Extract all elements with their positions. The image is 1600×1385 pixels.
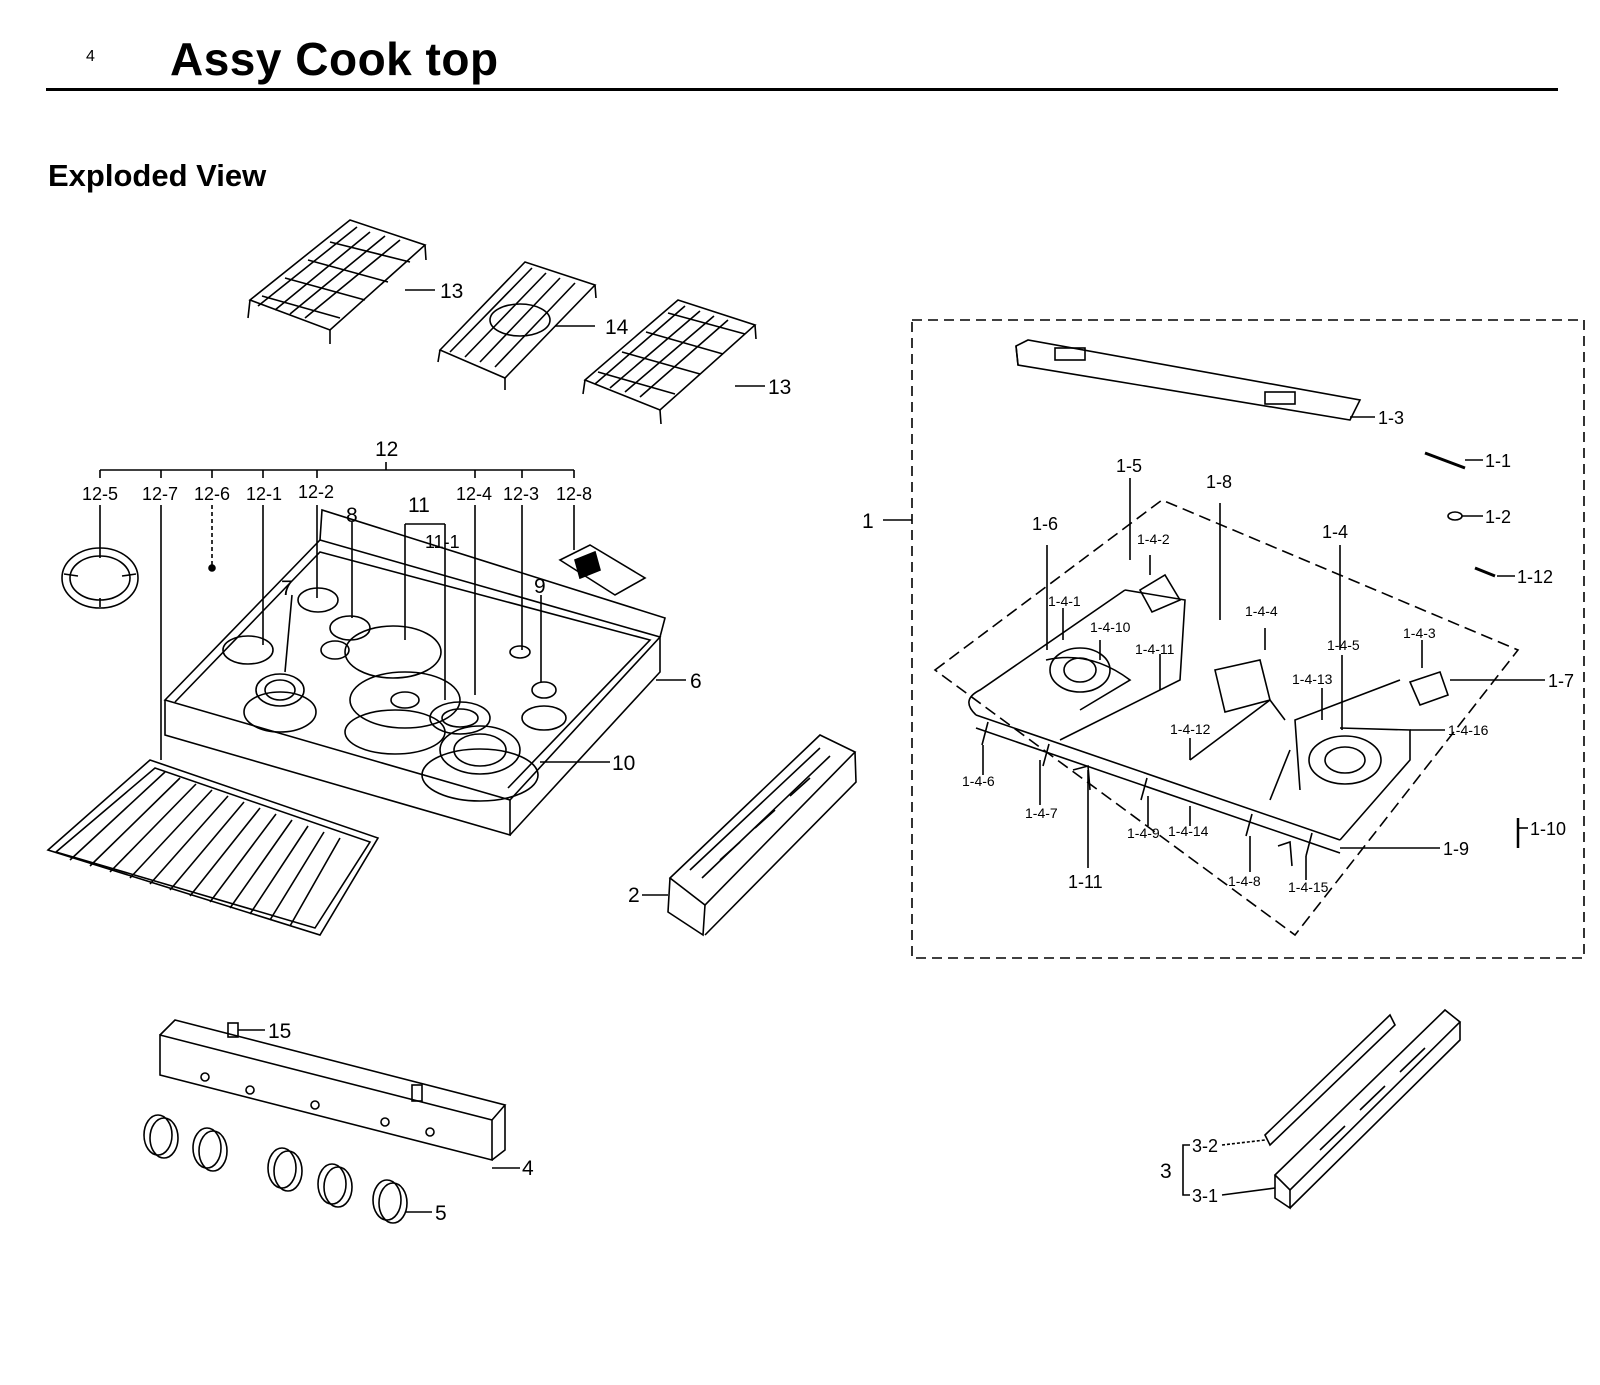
label-plate-12-8 — [558, 544, 647, 596]
callout-1-10: 1-10 — [1530, 819, 1566, 839]
knobs-5 — [143, 1114, 408, 1224]
callout-7: 7 — [281, 577, 293, 600]
callout-1-4-16: 1-4-16 — [1448, 722, 1489, 738]
callout-12-3: 12-3 — [503, 484, 539, 504]
callout-1-4: 1-4 — [1322, 522, 1348, 542]
plate-1-3 — [1015, 339, 1362, 421]
callout-1-8: 1-8 — [1206, 472, 1232, 492]
page-number: 4 — [86, 48, 95, 65]
panel-2 — [667, 734, 857, 937]
callout-11: 11 — [408, 494, 430, 517]
callout-1-4-14: 1-4-14 — [1168, 823, 1209, 839]
callout-1-4-10: 1-4-10 — [1090, 619, 1131, 635]
callout-3-2: 3-2 — [1192, 1136, 1218, 1156]
oven-rack — [46, 759, 380, 936]
section-title: Exploded View — [48, 158, 267, 193]
callout-1-9: 1-9 — [1443, 839, 1469, 859]
callout-10: 10 — [612, 752, 635, 775]
rail-3-2 — [1264, 1013, 1396, 1147]
callout-12-4: 12-4 — [456, 484, 492, 504]
callout-15: 15 — [268, 1020, 291, 1043]
callout-1-4-11: 1-4-11 — [1135, 641, 1175, 657]
callout-1-1: 1-1 — [1485, 451, 1511, 471]
callout-1-4-1: 1-4-1 — [1048, 593, 1081, 609]
burner-ring-12-5 — [61, 547, 139, 609]
callout-1-12: 1-12 — [1517, 567, 1553, 587]
control-panel-4 — [159, 1019, 507, 1162]
callout-2: 2 — [628, 884, 640, 907]
callout-1-2: 1-2 — [1485, 507, 1511, 527]
manifold-assembly — [968, 573, 1450, 867]
callout-1-4-8: 1-4-8 — [1228, 873, 1261, 889]
callout-3: 3 — [1160, 1160, 1172, 1183]
callout-1-4-7: 1-4-7 — [1025, 805, 1058, 821]
callout-3-1: 3-1 — [1192, 1186, 1218, 1206]
callout-1-4-15: 1-4-15 — [1288, 879, 1329, 895]
callout-12-5: 12-5 — [82, 484, 118, 504]
rail-3-1 — [1273, 1008, 1462, 1210]
callout-1-4-4: 1-4-4 — [1245, 603, 1278, 619]
callout-8: 8 — [346, 504, 358, 527]
callout-6: 6 — [690, 670, 702, 693]
callout-1-4-9: 1-4-9 — [1127, 825, 1160, 841]
callout-1-6: 1-6 — [1032, 514, 1058, 534]
page-title: Assy Cook top — [170, 33, 499, 85]
callout-9: 9 — [534, 575, 546, 598]
callout-1-4-13: 1-4-13 — [1292, 671, 1333, 687]
grate-13-right — [582, 299, 757, 425]
callout-13-right: 13 — [768, 376, 791, 399]
callout-13-left: 13 — [440, 280, 463, 303]
callout-1-3: 1-3 — [1378, 408, 1404, 428]
grate-14-center — [437, 261, 597, 390]
title-rule — [46, 88, 1558, 91]
callout-1-4-2: 1-4-2 — [1137, 531, 1170, 547]
callout-1-4-6: 1-4-6 — [962, 773, 995, 789]
callout-11-1: 11-1 — [425, 532, 460, 552]
callout-1-4-12: 1-4-12 — [1170, 721, 1211, 737]
callout-14: 14 — [605, 316, 629, 339]
callout-4: 4 — [522, 1157, 534, 1180]
callout-1-11: 1-11 — [1068, 872, 1103, 892]
callout-12-6: 12-6 — [194, 484, 230, 504]
callout-12-1: 12-1 — [246, 484, 282, 504]
callout-1-7: 1-7 — [1548, 671, 1574, 691]
callout-1-4-5: 1-4-5 — [1327, 637, 1360, 653]
callout-12-2: 12-2 — [298, 482, 334, 502]
grate-13-left — [247, 219, 427, 344]
assy-1-dashed-box — [911, 319, 1585, 959]
callout-12-8: 12-8 — [556, 484, 592, 504]
callout-1-4-3: 1-4-3 — [1403, 625, 1436, 641]
callout-5: 5 — [435, 1202, 447, 1225]
callout-12-7: 12-7 — [142, 484, 178, 504]
cooktop-body-6 — [163, 508, 666, 837]
part-1-2 — [1447, 511, 1463, 521]
assy-1-4-dashed — [933, 499, 1520, 937]
part-1-12 — [1474, 566, 1496, 578]
callout-1-5: 1-5 — [1116, 456, 1142, 476]
part-1-1 — [1424, 451, 1466, 470]
callout-1: 1 — [862, 510, 874, 533]
callout-12: 12 — [375, 438, 398, 461]
